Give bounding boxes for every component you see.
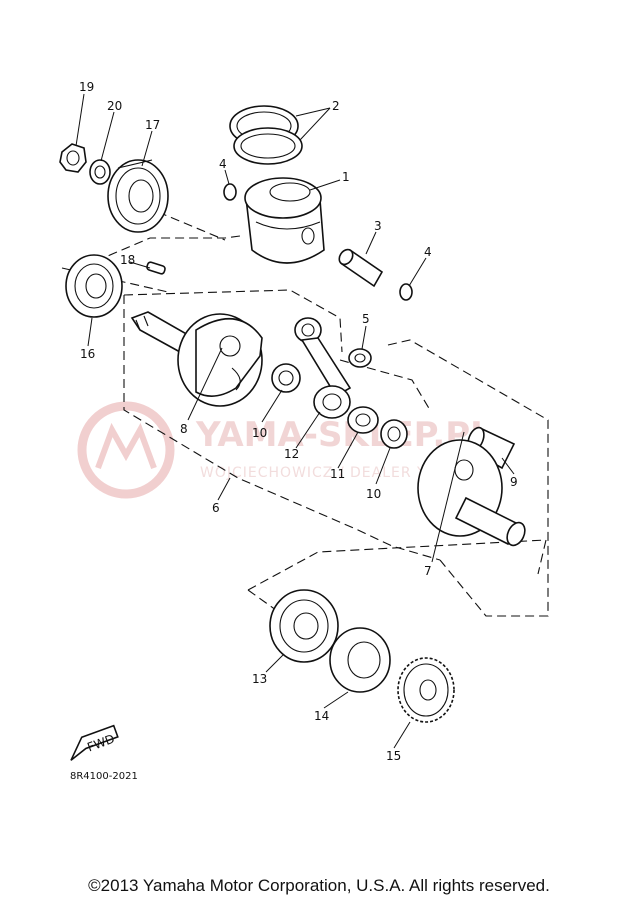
fwd-arrow: FWD xyxy=(70,724,119,761)
copyright-notice: ©2013 Yamaha Motor Corporation, U.S.A. A… xyxy=(88,876,550,895)
part-2-piston-rings[interactable] xyxy=(229,105,303,165)
part-16-bearing[interactable] xyxy=(65,254,123,318)
part-19-nut[interactable] xyxy=(59,143,87,173)
part-1-piston[interactable] xyxy=(244,177,325,264)
callout-12[interactable]: 12 xyxy=(284,447,299,461)
callout-2[interactable]: 2 xyxy=(332,99,340,113)
part-10-washer-right[interactable] xyxy=(380,419,408,449)
callout-3[interactable]: 3 xyxy=(374,219,382,233)
part-4-circlip-right[interactable] xyxy=(399,283,413,301)
part-18-key[interactable] xyxy=(146,261,166,275)
callout-9[interactable]: 9 xyxy=(510,475,518,489)
part-5-small-end-bearing[interactable] xyxy=(348,348,372,368)
callout-13[interactable]: 13 xyxy=(252,672,267,686)
part-7-crank-right[interactable] xyxy=(417,439,528,548)
callout-20[interactable]: 20 xyxy=(107,99,122,113)
callouts: 19 20 17 2 1 4 3 4 18 5 16 8 10 12 11 10… xyxy=(79,80,518,763)
part-12-connecting-rod[interactable] xyxy=(294,317,352,419)
callout-17[interactable]: 17 xyxy=(145,118,160,132)
callout-11[interactable]: 11 xyxy=(330,467,345,481)
part-13-bearing[interactable] xyxy=(269,589,339,663)
part-20-washer[interactable] xyxy=(89,159,111,185)
callout-19[interactable]: 19 xyxy=(79,80,94,94)
callout-18[interactable]: 18 xyxy=(120,253,135,267)
watermark-sub: WOJCIECHOWICZ / DEALER YAMAHA xyxy=(200,465,482,481)
leader-lines xyxy=(75,93,515,749)
callout-10-left[interactable]: 10 xyxy=(252,426,267,440)
part-3-piston-pin[interactable] xyxy=(336,247,384,288)
callout-4-right[interactable]: 4 xyxy=(424,245,432,259)
part-8-crank-left[interactable] xyxy=(130,311,263,407)
callout-7[interactable]: 7 xyxy=(424,564,432,578)
callout-15[interactable]: 15 xyxy=(386,749,401,763)
callout-10-right[interactable]: 10 xyxy=(366,487,381,501)
part-10-washer-left[interactable] xyxy=(271,363,301,393)
callout-14[interactable]: 14 xyxy=(314,709,329,723)
part-15-gear[interactable] xyxy=(397,657,455,723)
callout-16[interactable]: 16 xyxy=(80,347,95,361)
callout-6[interactable]: 6 xyxy=(212,501,220,515)
part-14-oil-seal[interactable] xyxy=(329,627,391,693)
callout-1[interactable]: 1 xyxy=(342,170,350,184)
part-17-oil-seal[interactable] xyxy=(107,159,169,233)
assembly-outlines xyxy=(61,211,549,617)
callout-5[interactable]: 5 xyxy=(362,312,370,326)
callout-4-left[interactable]: 4 xyxy=(219,157,227,171)
diagram-reference-code: 8R4100-2021 xyxy=(70,771,138,782)
part-4-circlip-left[interactable] xyxy=(223,183,237,201)
part-11-big-end-bearing[interactable] xyxy=(347,406,379,434)
callout-8[interactable]: 8 xyxy=(180,422,188,436)
